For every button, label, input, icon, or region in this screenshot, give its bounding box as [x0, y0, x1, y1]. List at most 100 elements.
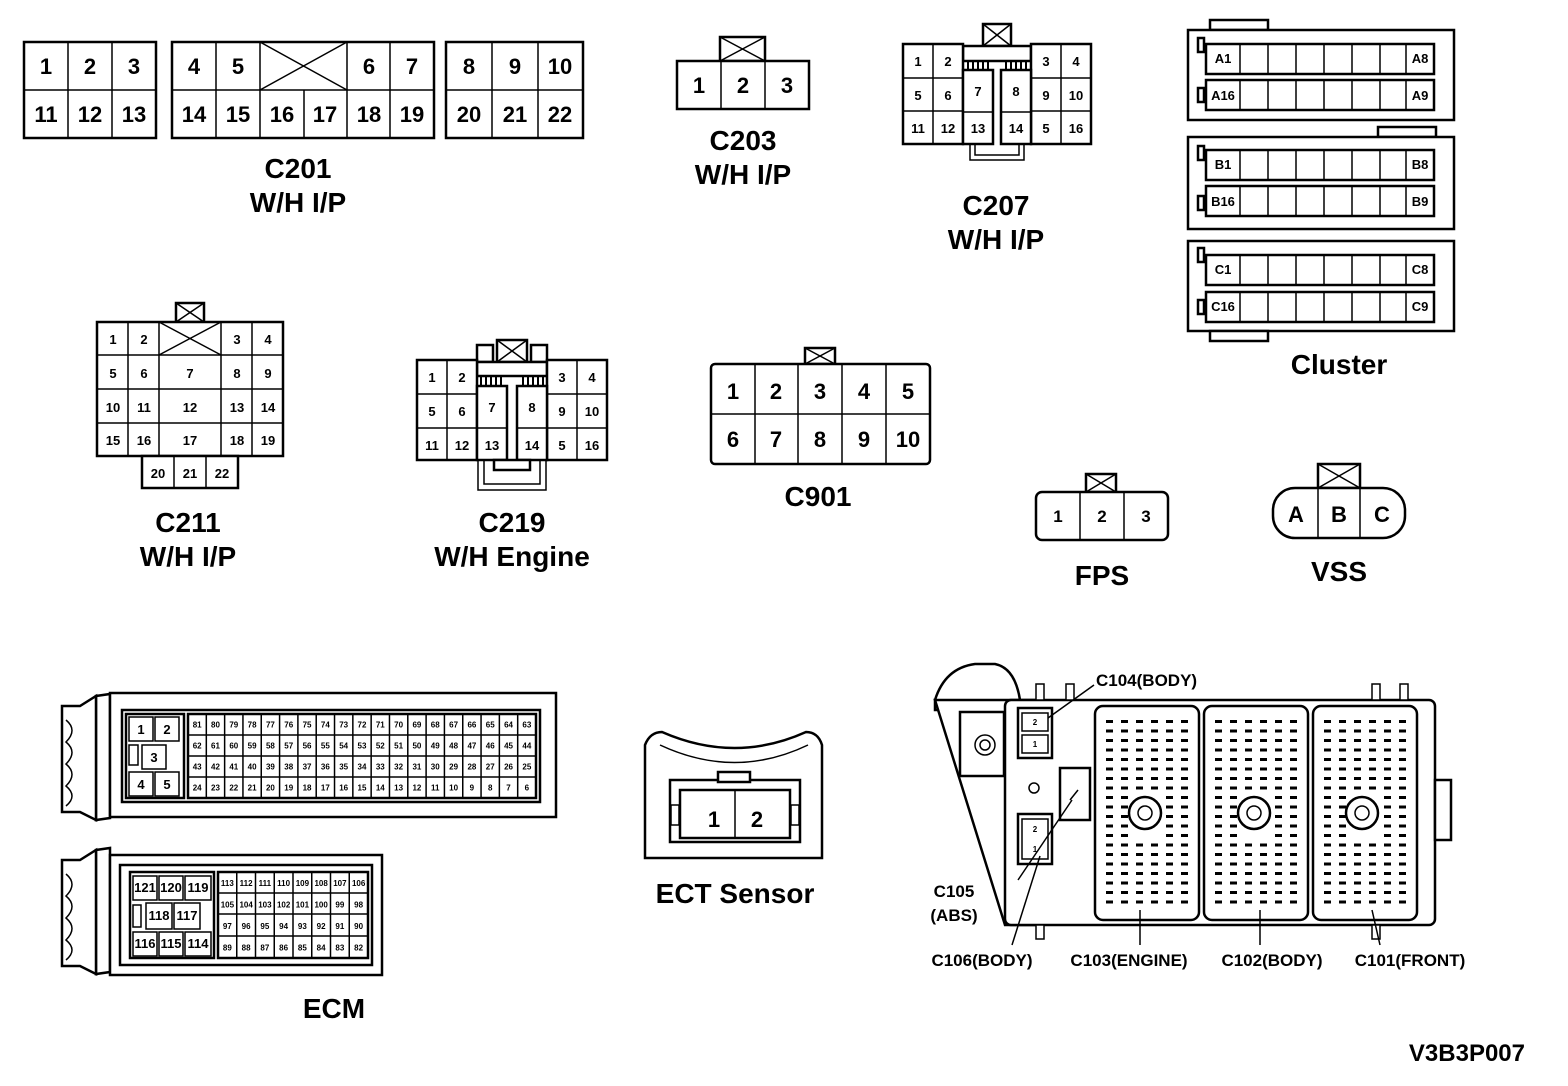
connector-c901: 1 2 3 4 5 6 7 8 9 10 C901 — [709, 346, 932, 512]
pin-label: 7 — [770, 427, 782, 452]
pin-label: 31 — [412, 763, 421, 772]
terminal-slot — [1399, 824, 1406, 828]
terminal-slot — [1136, 862, 1143, 866]
terminal-slot — [1106, 824, 1113, 828]
pin-label: 15 — [358, 784, 367, 793]
terminal-slot — [1106, 862, 1113, 866]
pin-label: B9 — [1412, 194, 1429, 209]
callout-c106: C106(BODY) — [931, 951, 1032, 970]
terminal-slot — [1106, 834, 1113, 837]
terminal-slot — [1369, 739, 1376, 742]
terminal-slot — [1275, 815, 1282, 818]
pin-label: 11 — [431, 784, 440, 793]
pin-label: 120 — [160, 880, 182, 895]
terminal-slot — [1106, 843, 1113, 847]
terminal-slot — [1230, 777, 1237, 780]
callout-c102: C102(BODY) — [1221, 951, 1322, 970]
pin-label: 6 — [727, 427, 739, 452]
pin-label: 10 — [585, 404, 599, 419]
pin-label: 8 — [233, 366, 240, 381]
terminal-slot — [1245, 767, 1252, 771]
terminal-slot — [1230, 767, 1237, 771]
pin-label: 86 — [279, 943, 288, 952]
terminal-slot — [1399, 720, 1406, 723]
terminal-slot — [1369, 767, 1376, 771]
pin-label: 21 — [248, 784, 257, 793]
terminal-slot — [1230, 862, 1237, 866]
pin-label: 3 — [558, 370, 565, 385]
terminal-slot — [1121, 786, 1128, 790]
terminal-slot — [1230, 786, 1237, 790]
terminal-slot — [1106, 805, 1113, 809]
terminal-slot — [1121, 862, 1128, 866]
terminal-slot — [1106, 720, 1113, 723]
terminal-slot — [1181, 900, 1188, 904]
pin-label: 15 — [226, 102, 250, 127]
terminal-slot — [1384, 853, 1391, 856]
terminal-slot — [1275, 786, 1282, 790]
terminal-slot — [1181, 815, 1188, 818]
pin-label: 76 — [284, 721, 293, 730]
pin-label: 24 — [193, 784, 202, 793]
connector-title: VSS — [1311, 556, 1367, 587]
pin-label: 83 — [335, 943, 344, 952]
terminal-slot — [1136, 872, 1143, 875]
pin-label: 56 — [303, 742, 312, 751]
terminal-slot — [1215, 853, 1222, 856]
terminal-slot — [1166, 767, 1173, 771]
pin-label: 21 — [183, 466, 197, 481]
pin-label: 28 — [467, 763, 476, 772]
pin-label: 57 — [284, 742, 293, 751]
pin-label: 3 — [781, 73, 793, 98]
pin-label: 100 — [314, 900, 328, 909]
terminal-slot — [1136, 891, 1143, 894]
pin-label: 18 — [357, 102, 381, 127]
terminal-slot — [1399, 872, 1406, 875]
terminal-slot — [1290, 796, 1297, 799]
terminal-slot — [1121, 900, 1128, 904]
pin-label: 90 — [354, 922, 363, 931]
pin-label: 97 — [223, 922, 232, 931]
pin-label: 25 — [522, 763, 531, 772]
pin-label: 64 — [504, 721, 513, 730]
terminal-slot — [1181, 748, 1188, 752]
pin-label: 5 — [558, 438, 565, 453]
terminal-slot — [1275, 862, 1282, 866]
terminal-slot — [1166, 786, 1173, 790]
terminal-slot — [1324, 748, 1331, 752]
terminal-slot — [1369, 872, 1376, 875]
terminal-slot — [1151, 862, 1158, 866]
terminal-slot — [1245, 900, 1252, 904]
pin-label: 14 — [1009, 121, 1024, 136]
terminal-slot — [1399, 853, 1406, 856]
terminal-slot — [1106, 748, 1113, 752]
terminal-slot — [1275, 900, 1282, 904]
terminal-slot — [1166, 805, 1173, 809]
terminal-slot — [1290, 805, 1297, 809]
pin-label: 1 — [693, 73, 705, 98]
terminal-slot — [1369, 758, 1376, 761]
pin-label: 13 — [230, 400, 244, 415]
terminal-slot — [1339, 824, 1346, 828]
terminal-slot — [1339, 748, 1346, 752]
terminal-slot — [1260, 900, 1267, 904]
terminal-slot — [1384, 777, 1391, 780]
connector-title: C201 — [265, 153, 332, 184]
terminal-slot — [1181, 786, 1188, 790]
terminal-slot — [1121, 853, 1128, 856]
pin-label: 2 — [770, 379, 782, 404]
terminal-slot — [1166, 796, 1173, 799]
terminal-slot — [1354, 720, 1361, 723]
pin-label: 10 — [548, 54, 572, 79]
pin-label: 2 — [84, 54, 96, 79]
pin-label: 39 — [266, 763, 275, 772]
terminal-slot — [1384, 767, 1391, 771]
terminal-slot — [1339, 881, 1346, 885]
terminal-slot — [1290, 729, 1297, 733]
pin-label: 50 — [412, 742, 421, 751]
pin-label: 9 — [858, 427, 870, 452]
pin-label: 22 — [548, 102, 572, 127]
connector-cluster: A1 A8 A16 A9 B1 B8 B16 B9 C1 C8 C16 C9 C… — [1186, 18, 1456, 380]
